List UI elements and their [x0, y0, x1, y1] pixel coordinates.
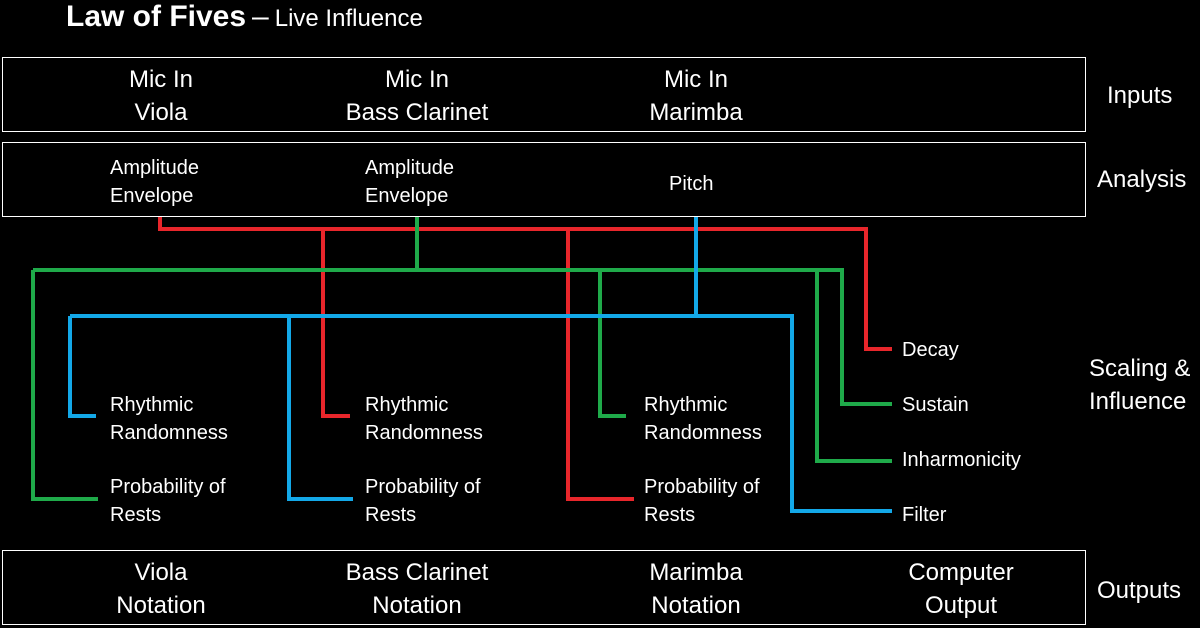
red-wire-trunk: [158, 217, 892, 351]
output-computer-line1: Computer: [908, 559, 1014, 586]
col2-rr-line1: Rhythmic: [365, 394, 449, 416]
output-computer-line2: Output: [924, 592, 998, 619]
input-marimba-line1: Mic In: [663, 66, 728, 93]
blue-wire-col1-rhythmic: [68, 316, 96, 418]
col4-inharmonicity: Inharmonicity: [902, 449, 1021, 471]
side-label-scaling: Scaling & Influence: [1089, 352, 1190, 418]
col2-pr-line2: Rests: [365, 504, 417, 526]
analysis-viola-line2: Envelope: [110, 185, 194, 207]
input-marimba-line2: Marimba: [649, 99, 743, 126]
diagram-title: Law of Fives–Live Influence: [66, 0, 423, 36]
col3-pr-line1: Probability of: [644, 476, 760, 498]
green-wire-col1-rests: [33, 268, 892, 406]
analysis-bass-clarinet-envelope: Amplitude Envelope: [365, 154, 454, 210]
outputs-frame: [2, 550, 1086, 625]
analysis-bass-clarinet-line2: Envelope: [365, 185, 449, 207]
side-label-inputs: Inputs: [1107, 82, 1173, 109]
output-marimba-notation: Marimba Notation: [626, 556, 766, 622]
analysis-viola-envelope: Amplitude Envelope: [110, 154, 199, 210]
output-marimba-line1: Marimba: [649, 559, 743, 586]
input-viola-line1: Mic In: [128, 66, 193, 93]
blue-wire-col2-rests: [287, 316, 353, 501]
title-separator: –: [252, 0, 269, 33]
red-wire-col2-rhythmic: [321, 229, 350, 418]
input-bass-clarinet-line1: Mic In: [384, 66, 449, 93]
blue-wire-bus: [70, 314, 892, 513]
col4-filter: Filter: [902, 504, 947, 526]
col1-pr-line2: Rests: [110, 504, 162, 526]
col3-rr-line1: Rhythmic: [644, 394, 728, 416]
side-label-outputs: Outputs: [1097, 577, 1182, 604]
output-viola-line2: Notation: [116, 592, 206, 619]
side-label-scaling-line1: Scaling &: [1089, 355, 1191, 382]
analysis-marimba-pitch: Pitch: [669, 170, 713, 198]
output-bass-clarinet-line1: Bass Clarinet: [345, 559, 489, 586]
col2-rr-line2: Randomness: [365, 422, 483, 444]
col3-rr-line2: Randomness: [644, 422, 762, 444]
col1-rhythmic-randomness: Rhythmic Randomness: [110, 391, 228, 447]
col1-probability-of-rests: Probability of Rests: [110, 473, 226, 529]
input-marimba: Mic In Marimba: [626, 63, 766, 129]
output-marimba-line2: Notation: [651, 592, 741, 619]
output-bass-clarinet-notation: Bass Clarinet Notation: [327, 556, 507, 622]
inputs-frame: [2, 57, 1086, 132]
col4-decay: Decay: [902, 339, 959, 361]
input-viola-line2: Viola: [134, 99, 188, 126]
output-viola-line1: Viola: [134, 559, 188, 586]
col2-pr-line1: Probability of: [365, 476, 481, 498]
green-wire-inharmonicity: [815, 270, 892, 463]
col3-pr-line2: Rests: [644, 504, 696, 526]
green-wire-col3-rhythmic: [598, 270, 626, 418]
title-sub: Live Influence: [274, 5, 423, 32]
analysis-bass-clarinet-line1: Amplitude: [365, 157, 454, 179]
col1-rr-line2: Randomness: [110, 422, 228, 444]
input-bass-clarinet-line2: Bass Clarinet: [345, 99, 489, 126]
output-computer-output: Computer Output: [891, 556, 1031, 622]
col4-sustain: Sustain: [902, 394, 969, 416]
input-bass-clarinet: Mic In Bass Clarinet: [327, 63, 507, 129]
analysis-frame: [2, 142, 1086, 217]
side-label-scaling-line2: Influence: [1089, 388, 1187, 415]
col1-pr-line1: Probability of: [110, 476, 226, 498]
green-wire-col1-left: [31, 270, 98, 501]
red-wire-col3-rests: [566, 229, 634, 501]
col2-probability-of-rests: Probability of Rests: [365, 473, 481, 529]
side-label-analysis: Analysis: [1097, 166, 1187, 193]
col3-rhythmic-randomness: Rhythmic Randomness: [644, 391, 762, 447]
input-viola: Mic In Viola: [101, 63, 221, 129]
col2-rhythmic-randomness: Rhythmic Randomness: [365, 391, 483, 447]
col1-rr-line1: Rhythmic: [110, 394, 194, 416]
output-bass-clarinet-line2: Notation: [372, 592, 462, 619]
analysis-marimba-line1: Pitch: [669, 173, 714, 195]
col3-probability-of-rests: Probability of Rests: [644, 473, 760, 529]
analysis-viola-line1: Amplitude: [110, 157, 199, 179]
output-viola-notation: Viola Notation: [96, 556, 226, 622]
title-main: Law of Fives: [66, 0, 247, 33]
